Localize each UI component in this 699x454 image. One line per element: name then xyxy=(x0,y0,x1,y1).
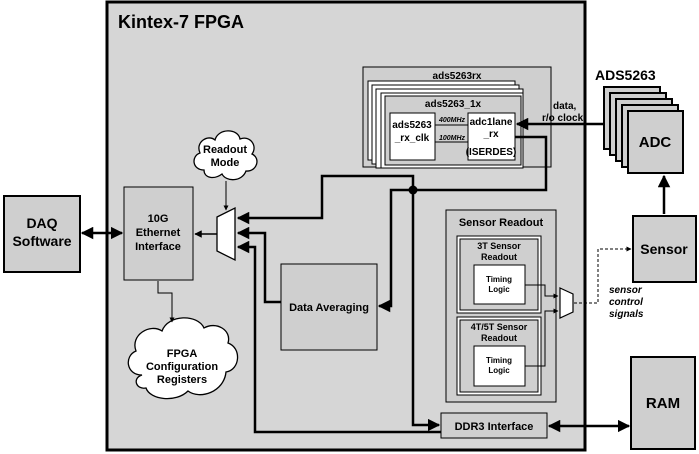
data-link-label-1: data, xyxy=(553,101,577,112)
adc1lane-label-1: adc1lane xyxy=(470,117,513,128)
ddr3-interface-block: DDR3 Interface xyxy=(440,412,548,439)
ads5263-title: ADS5263 xyxy=(595,67,656,83)
ethernet-label-1: 10G xyxy=(148,213,169,225)
ads5263-1x-title: ads5263_1x xyxy=(425,99,482,110)
sensor-4t5t-label-2: Readout xyxy=(481,333,517,343)
sensor-4t5t-label-1: 4T/5T Sensor xyxy=(471,322,528,332)
timing-3t-mux-link xyxy=(525,284,559,299)
ethernet-label-2: Ethernet xyxy=(136,227,181,239)
sensor-block: Sensor xyxy=(632,215,697,283)
rx-clk-label-1: ads5263 xyxy=(392,120,432,131)
adc-output-bus xyxy=(413,135,548,192)
fpga-config-label-3: Registers xyxy=(157,374,207,386)
daq-software-label: Software xyxy=(12,233,71,249)
ethernet-config-link xyxy=(157,281,175,323)
readout-mode-cloud: Readout Mode xyxy=(193,130,258,181)
timing-logic-3t-label-2: Logic xyxy=(488,285,510,294)
fpga-config-label-1: FPGA xyxy=(167,348,198,360)
fpga-config-label-2: Configuration xyxy=(146,361,218,373)
ethernet-interface-block: 10G Ethernet Interface xyxy=(123,186,194,281)
data-averaging-label: Data Averaging xyxy=(289,302,369,314)
readout-mode-label-1: Readout xyxy=(203,144,247,156)
ads5263rx-title: ads5263rx xyxy=(433,71,482,82)
timing-4t5t-mux-link xyxy=(525,308,559,367)
sensor-readout-block: Sensor Readout 3T Sensor Readout Timing … xyxy=(445,209,557,403)
daq-software-block: DAQ Software xyxy=(3,195,81,273)
daq-label: DAQ xyxy=(26,215,57,231)
sensor-control-label-3: signals xyxy=(609,309,644,320)
timing-logic-4t5t-label-2: Logic xyxy=(488,366,510,375)
adc-label: ADC xyxy=(639,134,672,151)
ethernet-label-3: Interface xyxy=(135,241,181,253)
sensor-3t-label-1: 3T Sensor xyxy=(477,241,521,251)
fpga-mux xyxy=(216,206,236,262)
ads5263-adc-block: ADS5263 ADC xyxy=(595,67,684,174)
junction-mux-top-link xyxy=(236,174,415,225)
adc1lane-label-2: _rx xyxy=(482,129,498,140)
rx-clk-label-2: _rx_clk xyxy=(394,133,430,144)
sensor-control-label-1: sensor xyxy=(609,285,643,296)
fpga-title: Kintex-7 FPGA xyxy=(118,12,244,32)
freq-400-label: 400MHz xyxy=(438,117,466,124)
data-link-label-2: r/o clock xyxy=(542,113,584,124)
sensor-readout-title: Sensor Readout xyxy=(459,217,544,229)
ram-label: RAM xyxy=(646,395,680,412)
connections xyxy=(80,117,671,434)
adc1lane-label-3: (ISERDES) xyxy=(466,147,517,158)
junction-averaging-link xyxy=(377,188,413,313)
timing-logic-4t5t-label-1: Timing xyxy=(486,356,512,365)
readout-mode-label-2: Mode xyxy=(211,157,240,169)
timing-logic-3t-label-1: Timing xyxy=(486,275,512,284)
fpga-config-cloud: FPGA Configuration Registers xyxy=(127,317,239,400)
ddr3-label: DDR3 Interface xyxy=(455,421,534,433)
data-averaging-block: Data Averaging xyxy=(280,263,378,351)
sensor-3t-label-2: Readout xyxy=(481,252,517,262)
ads5263rx-block: ads5263rx ads5263_1x ads5263 _rx_clk 400… xyxy=(362,66,552,169)
sensor-control-mux xyxy=(559,287,574,319)
freq-100-label: 100MHz xyxy=(439,135,466,142)
averaging-mux-link xyxy=(236,226,281,304)
sensor-control-label-2: control xyxy=(609,297,643,308)
sensor-control-link xyxy=(574,246,632,304)
sensor-label: Sensor xyxy=(640,241,688,257)
ddr3-mux-link xyxy=(236,240,441,434)
bus-junction-dot xyxy=(408,185,418,195)
ram-block: RAM xyxy=(630,356,696,450)
junction-ddr3-link xyxy=(411,190,441,432)
